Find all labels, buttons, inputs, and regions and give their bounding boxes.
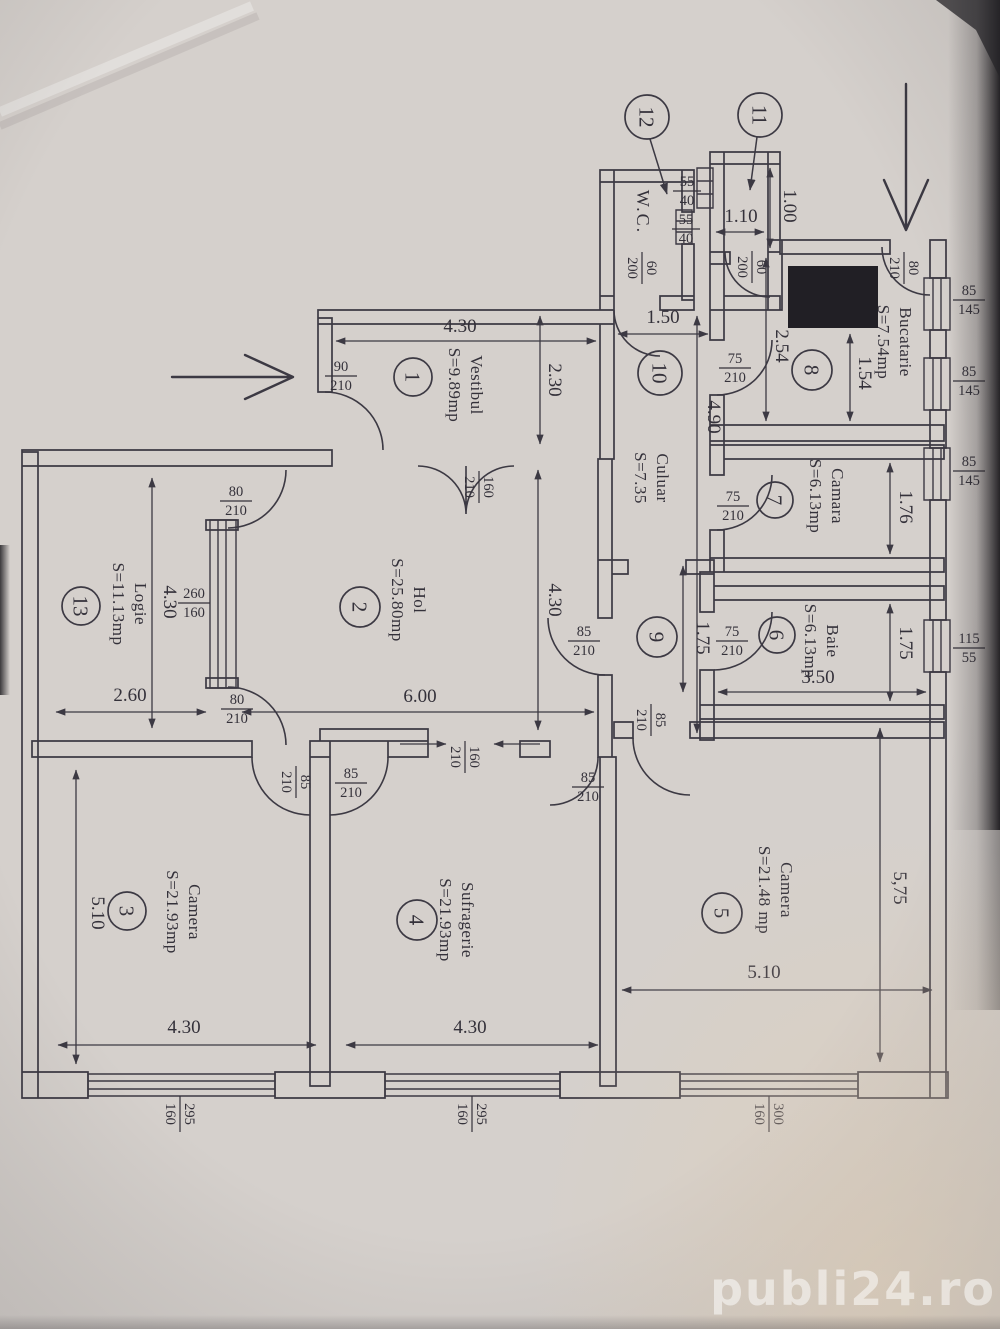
photo-edge-bottom	[0, 1315, 1000, 1329]
watermark: publi24.ro	[710, 1262, 996, 1316]
